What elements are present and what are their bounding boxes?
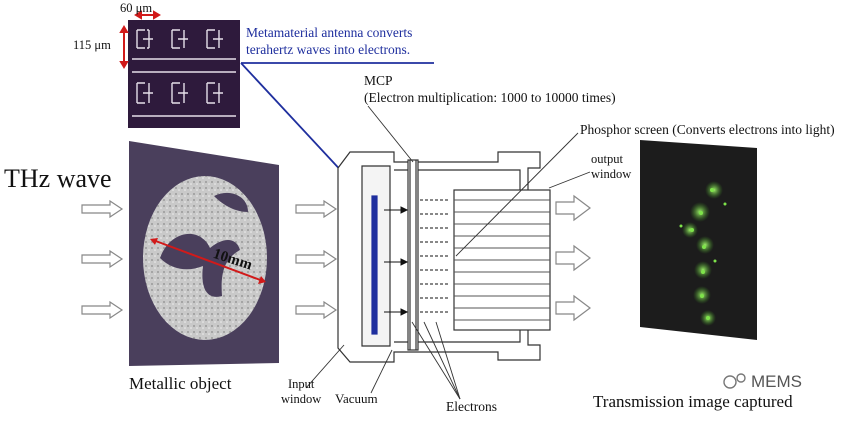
output-arrow-icon — [555, 244, 591, 272]
wave-arrow-icon — [81, 300, 124, 320]
input-line-2: window — [281, 392, 322, 406]
metallic-object-caption: Metallic object — [129, 374, 232, 393]
output-arrows — [555, 194, 591, 322]
wave-arrow-icon — [295, 199, 338, 219]
unit-cell-5 — [171, 82, 188, 104]
input-line-1: Input — [287, 377, 315, 391]
watermark-logo-icon — [723, 373, 746, 389]
transmission-image — [640, 140, 757, 340]
output-window-annotation: output window — [591, 152, 631, 182]
transmission-caption: Transmission image captured — [593, 392, 793, 411]
unit-cell-2 — [171, 29, 188, 49]
metamaterial-annotation: Metamaterial antenna converts terahertz … — [246, 24, 412, 58]
wave-arrow-icon — [295, 300, 338, 320]
scale-width-label: 60 μm — [120, 1, 153, 15]
scale-arrow-width — [134, 10, 161, 20]
output-line-2: window — [591, 167, 632, 181]
electrons-caption: Electrons — [446, 399, 497, 414]
output-line-1: output — [591, 152, 623, 166]
metamaterial-line-1: Metamaterial antenna converts — [246, 25, 413, 40]
image-intensifier-tube — [337, 151, 551, 363]
metamaterial-micrograph — [128, 20, 240, 128]
scale-arrow-height — [119, 25, 129, 69]
unit-cell-1 — [136, 29, 153, 49]
mcp-annotation: MCP (Electron multiplication: 1000 to 10… — [364, 72, 616, 106]
vacuum-caption: Vacuum — [335, 391, 378, 406]
leader-lines — [305, 105, 591, 400]
mcp-subtitle: (Electron multiplication: 1000 to 10000 … — [364, 90, 616, 105]
electron-arrows — [384, 199, 448, 316]
wave-arrow-icon — [81, 249, 124, 269]
input-window-caption: Input window — [281, 377, 321, 407]
thz-input-arrows — [81, 199, 338, 320]
wave-arrow-icon — [295, 249, 338, 269]
output-arrow-icon — [555, 194, 591, 222]
output-arrow-icon — [555, 294, 591, 322]
mcp-title: MCP — [364, 73, 393, 88]
scale-height-label: 115 μm — [73, 38, 111, 52]
thz-wave-label: THz wave — [4, 164, 112, 193]
unit-cell-3 — [206, 29, 223, 49]
wave-arrow-icon — [81, 199, 124, 219]
watermark-text: MEMS — [751, 372, 802, 391]
unit-cell-4 — [136, 82, 153, 104]
phosphor-annotation: Phosphor screen (Converts electrons into… — [580, 122, 835, 137]
unit-cell-6 — [206, 82, 223, 104]
metamaterial-line-2: terahertz waves into electrons. — [246, 42, 411, 57]
metallic-object-sample — [129, 141, 279, 366]
watermark: MEMS — [728, 372, 802, 392]
